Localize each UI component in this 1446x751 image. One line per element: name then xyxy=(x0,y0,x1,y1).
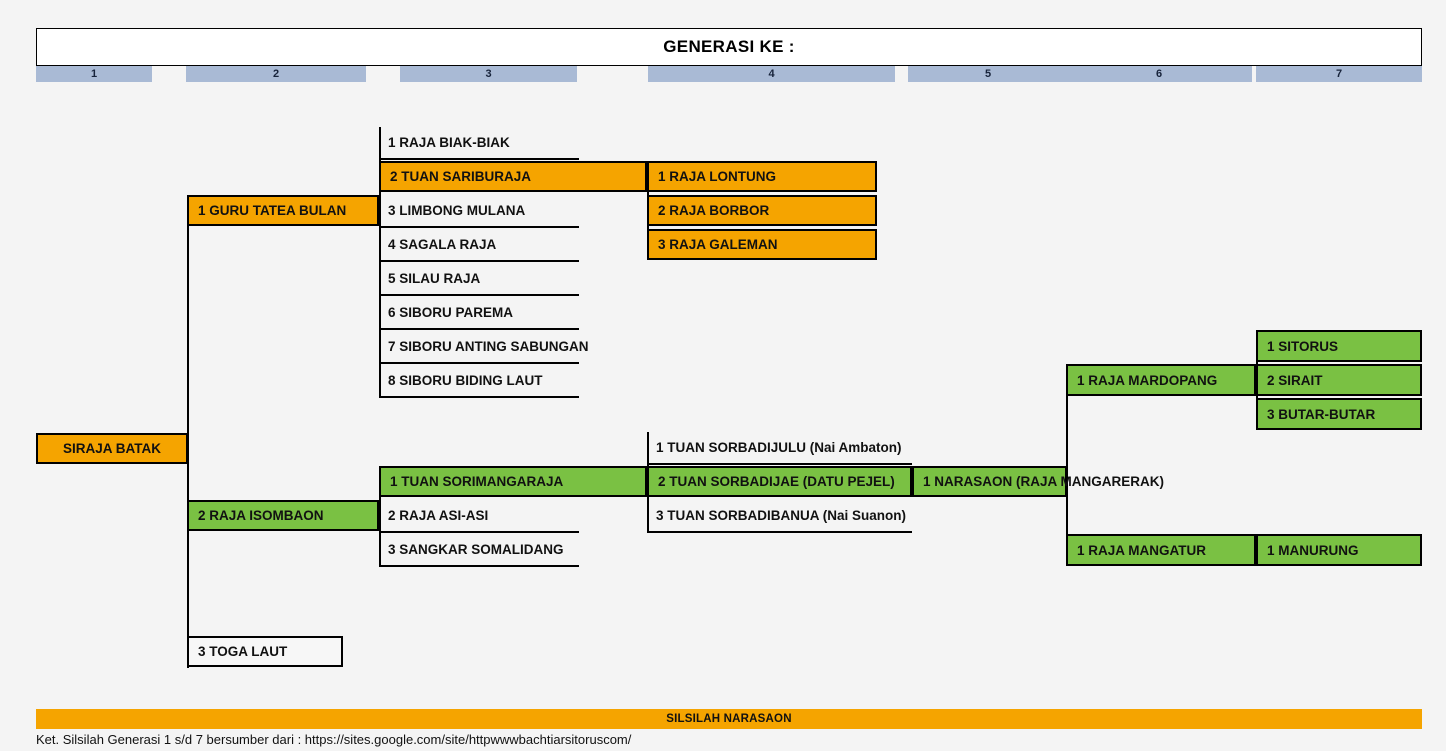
generation-bar-2: 2 xyxy=(186,66,366,82)
footer-title-bar: SILSILAH NARASAON xyxy=(36,709,1422,729)
node-tuan-sorbadibanua[interactable]: 3 TUAN SORBADIBANUA (Nai Suanon) xyxy=(647,500,912,533)
node-tuan-sorimangaraja[interactable]: 1 TUAN SORIMANGARAJA xyxy=(379,466,647,497)
page-title: GENERASI KE : xyxy=(36,28,1422,66)
generation-bar-6: 6 xyxy=(1066,66,1252,82)
node-limbong-mulana[interactable]: 3 LIMBONG MULANA xyxy=(379,195,579,228)
node-tuan-sorbadijulu[interactable]: 1 TUAN SORBADIJULU (Nai Ambaton) xyxy=(647,432,912,465)
node-raja-biak-biak[interactable]: 1 RAJA BIAK-BIAK xyxy=(379,127,579,160)
generation-bar-7: 7 xyxy=(1256,66,1422,82)
node-manurung[interactable]: 1 MANURUNG xyxy=(1256,534,1422,566)
footer-source-note: Ket. Silsilah Generasi 1 s/d 7 bersumber… xyxy=(36,732,632,747)
node-raja-borbor[interactable]: 2 RAJA BORBOR xyxy=(647,195,877,226)
node-siraja-batak[interactable]: SIRAJA BATAK xyxy=(36,433,188,464)
node-sitorus[interactable]: 1 SITORUS xyxy=(1256,330,1422,362)
node-raja-isombaon[interactable]: 2 RAJA ISOMBAON xyxy=(187,500,379,531)
node-siboru-anting-sabungan[interactable]: 7 SIBORU ANTING SABUNGAN xyxy=(379,331,589,364)
node-silau-raja[interactable]: 5 SILAU RAJA xyxy=(379,263,579,296)
node-raja-galeman[interactable]: 3 RAJA GALEMAN xyxy=(647,229,877,260)
node-siboru-parema[interactable]: 6 SIBORU PAREMA xyxy=(379,297,579,330)
node-sangkar-somalidang[interactable]: 3 SANGKAR SOMALIDANG xyxy=(379,534,579,567)
connector-narasaon-trunk xyxy=(1066,364,1068,566)
node-sagala-raja[interactable]: 4 SAGALA RAJA xyxy=(379,229,579,262)
node-siboru-biding-laut[interactable]: 8 SIBORU BIDING LAUT xyxy=(379,365,579,398)
node-raja-mangatur[interactable]: 1 RAJA MANGATUR xyxy=(1066,534,1256,566)
connector-isombaon-trunk xyxy=(379,466,381,567)
generation-bar-4: 4 xyxy=(648,66,895,82)
connector-root-trunk xyxy=(187,195,189,668)
node-butar-butar[interactable]: 3 BUTAR-BUTAR xyxy=(1256,398,1422,430)
generation-bar-3: 3 xyxy=(400,66,577,82)
node-guru-tatea-bulan[interactable]: 1 GURU TATEA BULAN xyxy=(187,195,379,226)
node-raja-asi-asi[interactable]: 2 RAJA ASI-ASI xyxy=(379,500,579,533)
node-raja-mardopang[interactable]: 1 RAJA MARDOPANG xyxy=(1066,364,1256,396)
generation-bar-5: 5 xyxy=(908,66,1068,82)
node-tuan-sariburaja[interactable]: 2 TUAN SARIBURAJA xyxy=(379,161,647,192)
node-tuan-sorbadijae[interactable]: 2 TUAN SORBADIJAE (DATU PEJEL) xyxy=(647,466,912,497)
generation-bar-1: 1 xyxy=(36,66,152,82)
node-sirait[interactable]: 2 SIRAIT xyxy=(1256,364,1422,396)
node-narasaon[interactable]: 1 NARASAON (RAJA MANGARERAK) xyxy=(912,466,1164,497)
node-raja-lontung[interactable]: 1 RAJA LONTUNG xyxy=(647,161,877,192)
connector-gtb-trunk xyxy=(379,127,381,398)
node-toga-laut[interactable]: 3 TOGA LAUT xyxy=(187,636,343,667)
